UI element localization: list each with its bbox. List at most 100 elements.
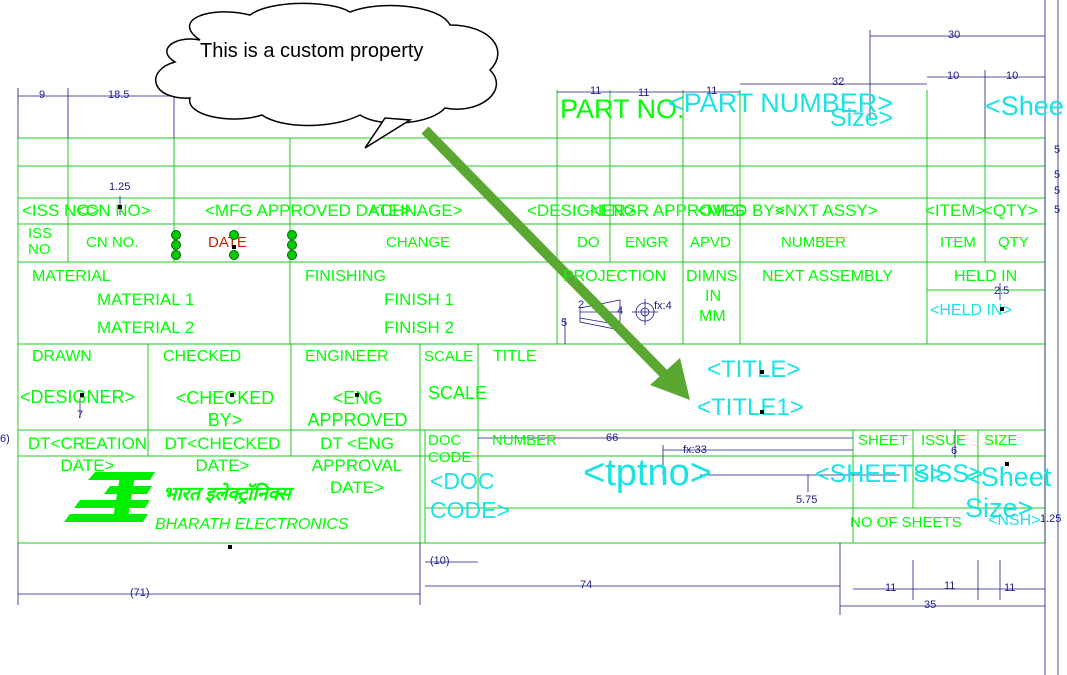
selection-handle[interactable]	[229, 230, 239, 240]
number-label: NUMBER	[781, 234, 847, 251]
grip-point[interactable]	[232, 245, 236, 249]
mfg-field: <MFG	[697, 201, 745, 220]
grip-point[interactable]	[230, 393, 234, 397]
eng-approved-field: <ENG APPROVED	[307, 388, 408, 430]
cn-no-field: <CN NO>	[76, 201, 151, 220]
callout-arrow	[421, 126, 690, 400]
qty-label: QTY	[998, 234, 1029, 251]
eng-approval-date-field: DT <ENG APPROVAL DATE>	[311, 434, 403, 498]
dimns-label-3: MM	[699, 308, 726, 325]
dim-1-25: 1.25	[109, 181, 131, 193]
dim-5-c: 5	[1054, 185, 1061, 197]
dim-10-a: 10	[947, 70, 960, 82]
title1-field: <TITLE1>	[697, 394, 804, 421]
issue-label: ISSUE	[921, 432, 967, 449]
date-label: DATE	[208, 234, 247, 251]
doc-code-label: DOC CODE	[428, 432, 472, 466]
grip-point[interactable]	[1005, 462, 1009, 466]
dim-18-5: 18.5	[108, 89, 130, 101]
selection-handle[interactable]	[229, 250, 239, 260]
checked-label: CHECKED	[163, 348, 242, 365]
size-field: Size>	[830, 104, 894, 132]
dim-2: 2	[578, 299, 585, 311]
dimns-label-1: DIMNS	[686, 268, 738, 285]
sheet-size-partial: <Shee	[985, 91, 1064, 121]
dimension-lines	[17, 0, 1059, 675]
material-2: MATERIAL 2	[97, 318, 195, 337]
dim-66: 66	[606, 432, 619, 444]
nsh-field: <NSH>	[988, 512, 1041, 529]
dim-71: (71)	[130, 587, 150, 599]
selection-handle[interactable]	[171, 230, 181, 240]
grip-point[interactable]	[80, 393, 84, 397]
held-in-field: <HELD IN>	[930, 302, 1012, 319]
dim-30: 30	[948, 29, 961, 41]
nxt-assy-field: <NXT ASSY>	[775, 201, 878, 220]
drawn-label: DRAWN	[32, 348, 92, 365]
grip-point[interactable]	[228, 545, 232, 549]
material-label: MATERIAL	[32, 268, 111, 285]
change-label: CHANGE	[386, 234, 451, 251]
dim-6-left: 6)	[0, 433, 10, 445]
engr-label: ENGR	[625, 234, 669, 251]
apvd-label: APVD	[690, 234, 731, 251]
mfg-approved-date-field: <MFG APPROVED DATE>	[205, 201, 410, 220]
scale-label: SCALE	[424, 348, 474, 365]
selection-handle[interactable]	[287, 230, 297, 240]
dim-10-b: 10	[1006, 70, 1019, 82]
material-1: MATERIAL 1	[97, 290, 195, 309]
dim-4: 4	[617, 305, 624, 317]
engr-approved-field: <ENGR APPROVED BY>	[590, 201, 785, 220]
item-label: ITEM	[940, 234, 976, 251]
next-assembly-label: NEXT ASSEMBLY	[762, 268, 894, 285]
iss-field: <ISS>	[914, 460, 984, 488]
grip-point[interactable]	[760, 370, 764, 374]
held-in-label: HELD IN	[954, 268, 1018, 285]
number-label-2: NUMBER	[492, 432, 558, 449]
dim-fx33: fx:33	[683, 444, 707, 456]
dim-2-5: 2.5	[994, 285, 1010, 297]
grip-point[interactable]	[355, 393, 359, 397]
do-label: DO	[577, 234, 600, 251]
tptno-field: <tptno>	[583, 452, 712, 494]
iss-no-field: <ISS NO>	[22, 201, 100, 220]
callout-text: This is a custom property	[200, 40, 424, 62]
grip-point[interactable]	[118, 205, 122, 209]
company-name: BHARATH ELECTRONICS	[155, 516, 349, 533]
part-no-label: PART NO.	[560, 94, 685, 124]
scale-value: SCALE	[428, 383, 488, 403]
checked-date-field: DT<CHECKED DATE>	[164, 434, 281, 476]
title-label: TITLE	[493, 348, 537, 365]
size-label: SIZE	[984, 432, 1018, 449]
cn-no-label: CN NO.	[86, 234, 139, 251]
company-hindi-name: भारत इलेक्ट्रॉनिक्स	[163, 484, 291, 505]
designer-sig-field: <DESIGNER>	[20, 387, 136, 407]
iss-label: ISS	[28, 225, 53, 242]
selection-handle[interactable]	[287, 250, 297, 260]
dim-35: 35	[924, 599, 937, 611]
change-field: <CHNAGE>	[370, 201, 463, 220]
dim-10-paren: (10)	[430, 555, 450, 567]
creation-date-field: DT<CREATION DATE>	[27, 434, 148, 476]
dim-11-a: 11	[590, 85, 602, 97]
dim-9: 9	[39, 89, 46, 101]
item-field: <ITEM>	[925, 201, 986, 220]
dim-5-b: 5	[1054, 169, 1061, 181]
dim-7: 7	[77, 409, 84, 421]
grip-point[interactable]	[1000, 307, 1004, 311]
callout-cloud	[155, 2, 499, 149]
selection-handle[interactable]	[287, 240, 297, 250]
projection-label: PROJECTION	[563, 268, 667, 285]
dim-32: 32	[832, 76, 845, 88]
sheets-field: <SHEETS>	[815, 460, 945, 488]
selection-handle[interactable]	[171, 240, 181, 250]
sheet-size-field: <Sheet Size>	[965, 462, 1052, 524]
dim-6: 6	[951, 445, 958, 457]
qty-field: <QTY>	[983, 201, 1038, 220]
checked-by-field: <CHECKED BY>	[175, 388, 275, 430]
dim-11-e: 11	[944, 580, 956, 592]
doc-code-field: <DOC CODE>	[430, 468, 510, 523]
grip-point[interactable]	[760, 410, 764, 414]
selection-handle[interactable]	[171, 250, 181, 260]
